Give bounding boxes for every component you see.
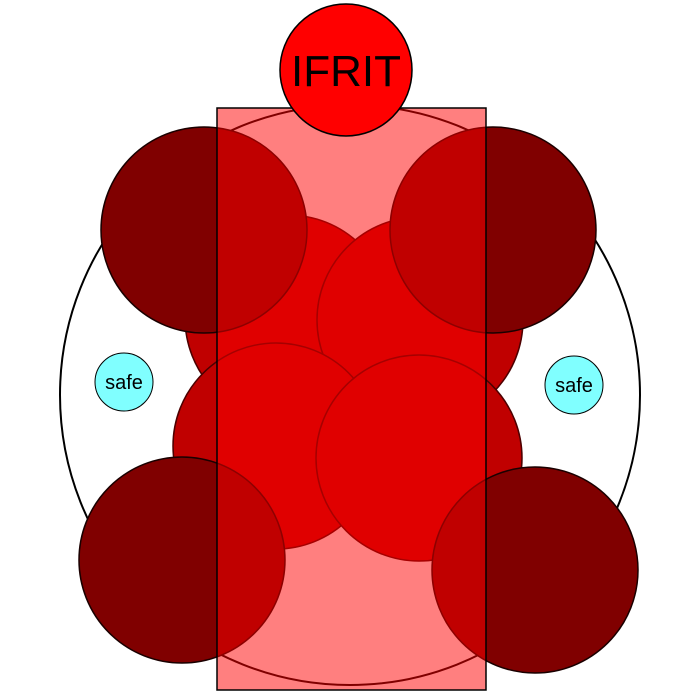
safe-spot-left: safe [94,352,154,412]
boss-label: IFRIT [291,47,401,96]
safe-spot-left-circle [94,352,154,412]
safe-spot-right: safe [544,355,604,415]
line-aoe-rect [216,107,487,691]
safe-spot-right-label: safe [555,375,593,397]
safe-spot-left-label: safe [105,372,143,394]
boss-circle [279,3,413,137]
boss-marker: IFRIT [279,3,413,137]
safe-spot-right-circle [544,355,604,415]
